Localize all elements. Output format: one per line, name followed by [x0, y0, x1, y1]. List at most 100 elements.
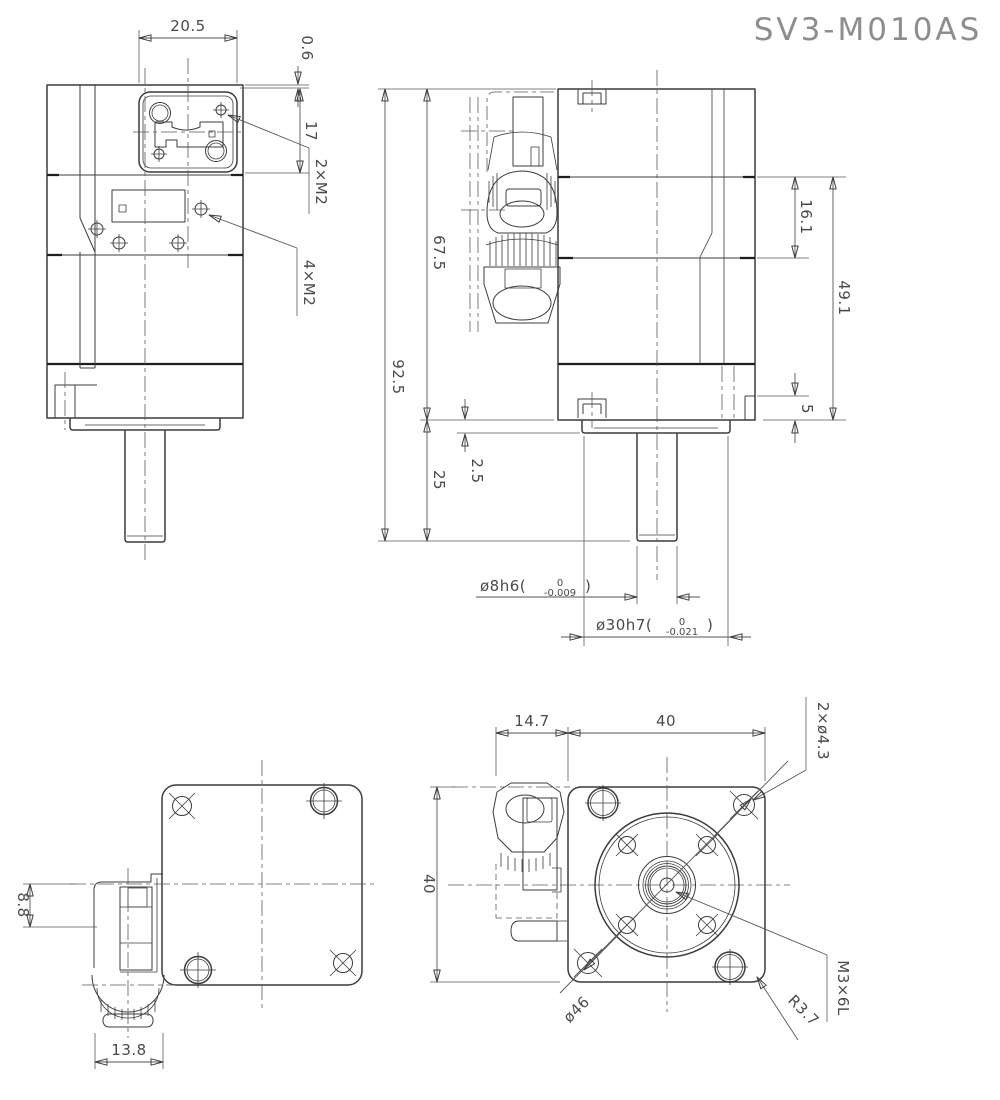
shaft-circle	[647, 865, 687, 905]
gland-centerlines	[461, 97, 515, 332]
pilot-screw-cross	[695, 833, 719, 857]
gland-connector-body	[119, 886, 153, 971]
pilot-screw-cross	[615, 833, 639, 857]
bolt-circle-arrow-upper	[713, 798, 752, 838]
pilot-boss-inner-circle	[598, 816, 736, 954]
dim-shaft-diameter-close: )	[585, 577, 591, 595]
dim-gland-offset: 8.8	[14, 892, 32, 917]
center-tap-hole	[659, 877, 675, 893]
lower-gland-rib-arc	[485, 238, 559, 246]
pilot-screw-hole	[618, 916, 636, 934]
dim-gland-width: 13.8	[111, 1041, 146, 1059]
bolt-circle-arrow-lower	[583, 931, 622, 971]
ext-lines-diameters	[583, 436, 729, 646]
m2-screw-crosshair	[151, 146, 167, 162]
ext-lines-left	[378, 88, 630, 542]
view-top: 8.8 13.8	[14, 760, 378, 1069]
dim-upper-band: 16.1	[797, 199, 815, 234]
part-number-title: SV3-M010AS	[754, 12, 983, 48]
gland-foot	[510, 920, 558, 942]
pilot-screw-hole	[618, 836, 636, 854]
connector-post-hole-inner	[151, 104, 169, 122]
shaft-ring	[649, 867, 685, 903]
callout-face-screws: 4×M2	[300, 260, 318, 307]
dim-shaft-tol-upper: 0	[557, 578, 563, 589]
flange-face-outline	[567, 786, 766, 983]
dim-bolt-circle: ø46	[560, 993, 594, 1027]
lower-gland-ribs	[489, 233, 557, 266]
leader-m3	[675, 891, 828, 956]
gland-window	[526, 797, 553, 823]
dim-corner-radius: R3.7	[784, 991, 822, 1029]
m2-screw-crosshair	[213, 102, 229, 118]
pilot-screw-hole	[698, 836, 716, 854]
m2-face-crosshair	[110, 234, 128, 252]
connector-post-hole-inner	[207, 142, 225, 160]
dim-pilot-diameter: ø30h7(	[596, 616, 652, 634]
m2-face-crosshair	[169, 234, 187, 252]
callout-center-tap: M3×6L	[834, 960, 852, 1016]
connector-phantom-outline	[486, 91, 556, 172]
dim-pilot-tol-upper: 0	[679, 617, 685, 628]
dim-shaft-length: 25	[430, 470, 448, 490]
ext-lines-left	[430, 786, 560, 983]
upper-gland-window	[505, 188, 542, 207]
body-section-lines	[558, 176, 755, 259]
corner-screw-hole	[172, 796, 192, 816]
lower-gland-opening	[492, 285, 552, 321]
dim-pilot-tol-lower: -0.021	[666, 627, 698, 638]
gland-hidden-lines	[495, 864, 558, 919]
dim-face-width: 40	[656, 712, 676, 730]
leader-2xM2	[227, 114, 310, 149]
dim-boss-height: 5	[798, 404, 816, 414]
leader-4-3	[752, 769, 807, 801]
corner-screw-cross	[168, 792, 196, 820]
pilot-screw-hole	[698, 916, 716, 934]
side-window	[111, 189, 186, 223]
leader-r3-7	[756, 976, 799, 1041]
corner-hole-crosshair	[180, 952, 216, 988]
shaft-ring	[642, 860, 692, 910]
callout-connector-screws: 2×M2	[312, 159, 330, 206]
dim-connector-edge-offset: 0.6	[298, 35, 316, 60]
ext-lines-8-8	[23, 883, 97, 928]
internal-edge-lines	[699, 89, 725, 364]
connector-key-slot	[208, 130, 216, 138]
gland-mount-strip	[120, 878, 158, 973]
view-front-face: 14.7 40 40 2×ø4.3 ø46 M3×6L R3.7	[420, 697, 852, 1041]
flange-outline	[69, 418, 221, 431]
connector-latch	[512, 96, 544, 167]
connector-boot	[487, 131, 558, 171]
dim-pilot-diameter-close: )	[707, 616, 713, 634]
cable-channel-lines	[75, 85, 97, 386]
callout-corner-holes: 2×ø4.3	[814, 702, 832, 760]
motor-body-outline	[557, 88, 756, 421]
connector-post-hole	[205, 140, 227, 162]
mounting-hole-cross	[573, 948, 603, 978]
gland-nut-outline	[492, 782, 565, 853]
corner-notch	[744, 395, 755, 420]
mounting-hole-4-3	[733, 794, 755, 816]
m2-face-crosshair	[88, 220, 106, 238]
dim-body-height: 67.5	[430, 235, 448, 270]
body-seam-lines	[558, 175, 755, 366]
upper-gland-body	[486, 170, 558, 234]
m2-face-crosshair	[192, 200, 210, 218]
view-side-elevation: 16.1 49.1 5 92.5 67.5 25 2.5 ø8h6( 0 -0.…	[378, 70, 853, 646]
bolt-circle-diagonal	[559, 760, 789, 994]
side-window-detail	[118, 204, 127, 213]
connector-socket-profile	[154, 121, 224, 148]
body-seam-lines	[47, 173, 243, 366]
upper-gland-ribs	[488, 173, 556, 210]
upper-gland-opening	[499, 200, 545, 228]
shaft-ring	[645, 863, 689, 907]
ext-lines-right	[240, 84, 309, 174]
dim-shaft-tol-lower: -0.009	[544, 588, 576, 599]
corner-screw-hole	[333, 953, 353, 973]
dim-flange-step: 2.5	[468, 458, 486, 483]
lower-gland-nut	[483, 266, 561, 324]
dim-connector-height: 17	[302, 121, 320, 141]
corner-hole-crosshair	[712, 949, 748, 985]
ext-lines-right	[757, 176, 846, 421]
pilot-screw-cross	[695, 913, 719, 937]
